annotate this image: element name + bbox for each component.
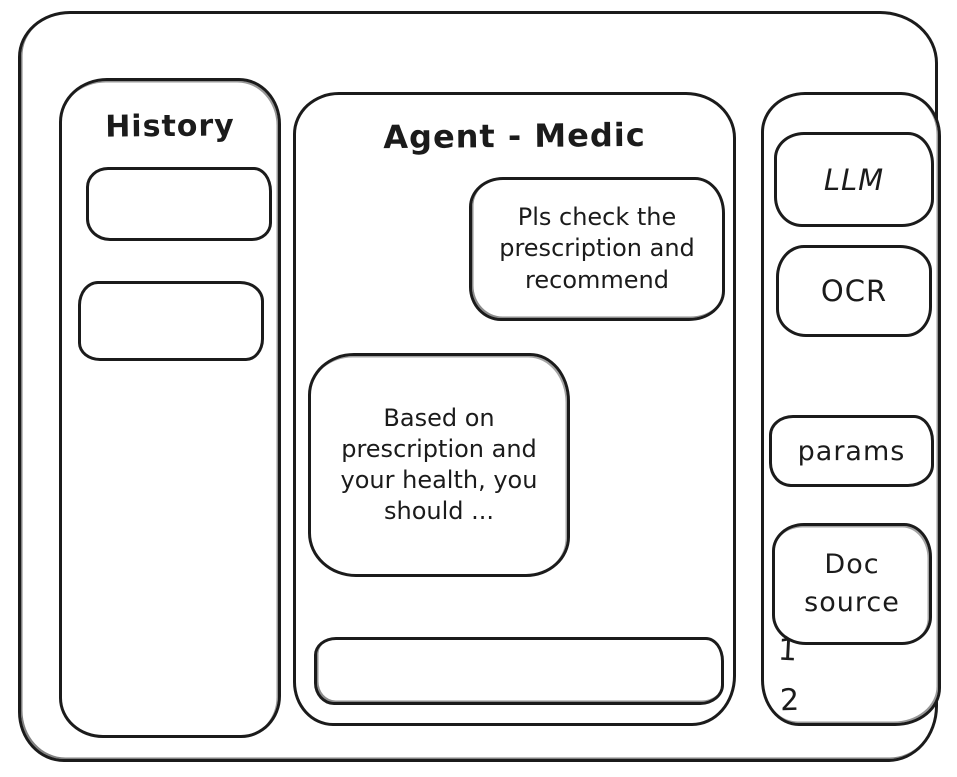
message-input[interactable] — [314, 637, 724, 705]
history-item[interactable] — [78, 281, 264, 361]
user-message-bubble: Pls check the prescription and recommend — [469, 177, 725, 321]
history-item[interactable] — [86, 167, 272, 241]
ocr-button[interactable]: OCR — [776, 245, 932, 337]
chat-panel: Agent - Medic Pls check the prescription… — [293, 92, 736, 726]
llm-button[interactable]: LLM — [774, 132, 934, 227]
history-title: History — [105, 108, 235, 145]
doc-source-item-2[interactable]: 2 — [779, 682, 800, 719]
tools-panel: LLM OCR params Doc source 1 2 — [761, 92, 941, 726]
chat-title: Agent - Medic — [383, 115, 646, 157]
history-panel: History — [59, 78, 281, 738]
params-button[interactable]: params — [769, 415, 934, 487]
assistant-message-bubble: Based on prescription and your health, y… — [308, 353, 570, 577]
doc-source-item-1[interactable]: 1 — [777, 632, 798, 669]
doc-source-button[interactable]: Doc source — [772, 523, 932, 645]
app-window: History Agent - Medic Pls check the pres… — [18, 11, 941, 762]
